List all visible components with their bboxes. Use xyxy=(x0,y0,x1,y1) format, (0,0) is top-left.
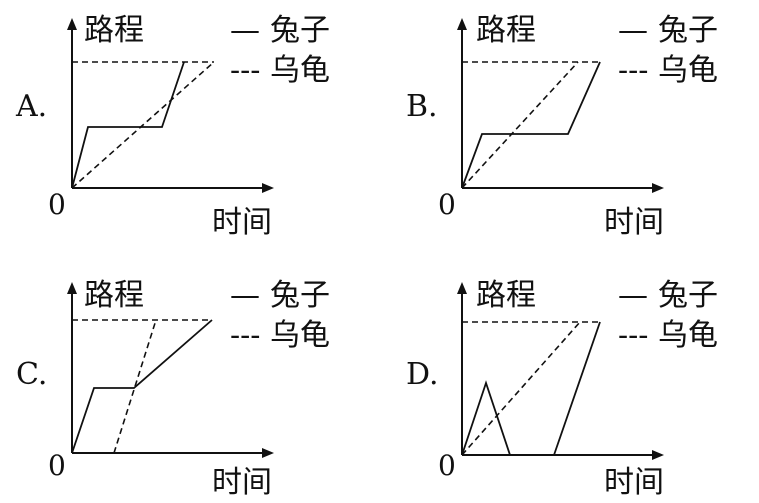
legend-hare-label: 兔子 xyxy=(270,13,330,48)
x-axis-arrow-icon xyxy=(262,448,274,458)
tortoise-path xyxy=(461,321,581,456)
x-axis-label: 时间 xyxy=(604,465,664,500)
legend-hare-mark: — xyxy=(618,13,648,48)
panel-d: D. 路程 — 兔子 --- 乌龟 0 时间 xyxy=(406,278,718,500)
hare-path xyxy=(71,319,213,454)
legend-tortoise-label: 乌龟 xyxy=(658,318,718,353)
hare-path xyxy=(461,61,601,189)
option-label: A. xyxy=(15,89,47,124)
legend-hare-mark: — xyxy=(618,278,648,313)
origin-label: 0 xyxy=(438,449,456,482)
legend-tortoise-mark: --- xyxy=(618,53,648,88)
legend-tortoise-mark: --- xyxy=(618,318,648,353)
x-axis-label: 时间 xyxy=(212,205,272,240)
origin-label: 0 xyxy=(48,188,66,221)
origin-label: 0 xyxy=(438,188,456,221)
y-axis-label: 路程 xyxy=(84,278,144,313)
y-axis-label: 路程 xyxy=(476,13,536,48)
y-axis-label: 路程 xyxy=(84,13,144,48)
option-label: C. xyxy=(16,357,47,392)
legend-tortoise-label: 乌龟 xyxy=(658,53,718,88)
x-axis-label: 时间 xyxy=(604,205,664,240)
legend-tortoise-label: 乌龟 xyxy=(270,53,330,88)
legend-tortoise-label: 乌龟 xyxy=(270,318,330,353)
option-label: B. xyxy=(406,89,438,124)
origin-label: 0 xyxy=(48,449,66,482)
x-axis-arrow-icon xyxy=(652,450,664,460)
legend-hare-label: 兔子 xyxy=(658,13,718,48)
panel-a: A. 路程 — 兔子 --- 乌龟 0 时间 xyxy=(15,13,330,240)
legend-hare-mark: — xyxy=(230,13,260,48)
x-axis-arrow-icon xyxy=(652,183,664,193)
x-axis-arrow-icon xyxy=(262,183,274,193)
hare-path-return xyxy=(553,321,601,456)
hare-path-outbound xyxy=(461,380,511,456)
y-axis-label: 路程 xyxy=(476,278,536,313)
tortoise-path xyxy=(461,61,579,189)
hare-path xyxy=(71,61,185,189)
legend-hare-label: 兔子 xyxy=(658,278,718,313)
y-axis-arrow-icon xyxy=(457,282,467,294)
y-axis-arrow-icon xyxy=(67,282,77,294)
legend-hare-mark: — xyxy=(230,278,260,313)
y-axis-arrow-icon xyxy=(457,18,467,30)
legend-tortoise-mark: --- xyxy=(230,53,260,88)
y-axis-arrow-icon xyxy=(67,18,77,30)
tortoise-path xyxy=(113,319,157,454)
legend-tortoise-mark: --- xyxy=(230,318,260,353)
tortoise-path xyxy=(71,61,215,189)
panel-c: C. 路程 — 兔子 --- 乌龟 0 时间 xyxy=(16,278,330,500)
legend-hare-label: 兔子 xyxy=(270,278,330,313)
panel-b: B. 路程 — 兔子 --- 乌龟 0 时间 xyxy=(406,13,718,240)
x-axis-label: 时间 xyxy=(212,465,272,500)
option-label: D. xyxy=(406,357,439,392)
